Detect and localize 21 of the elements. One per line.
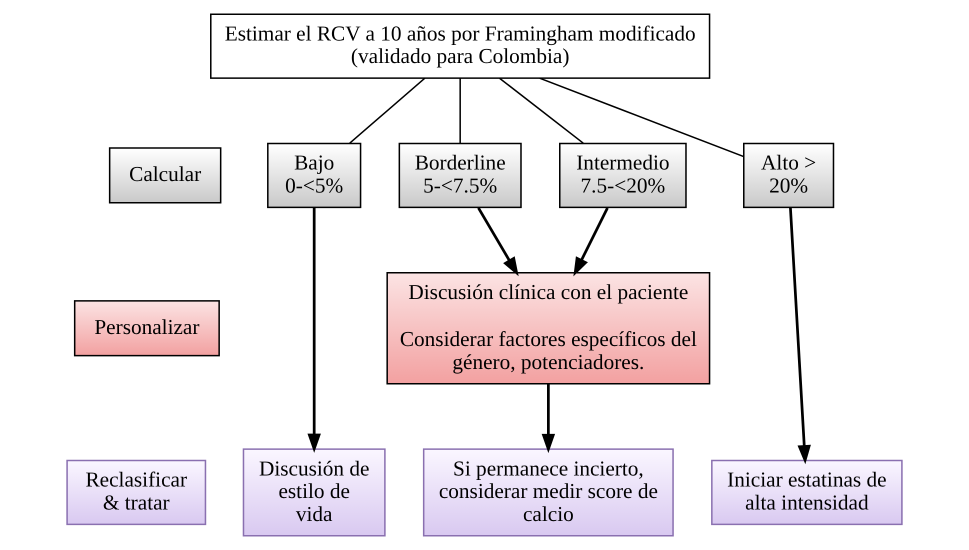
node-box: Si permanece incierto, considerar medir score de calcio: [422, 448, 674, 537]
node-box: Calcular: [108, 147, 222, 204]
node-box: Iniciar estatinas de alta intensidad: [711, 460, 903, 526]
connector: [499, 78, 584, 144]
node-box: Alto > 20%: [743, 142, 834, 208]
connector: [539, 78, 744, 158]
connector: [459, 78, 461, 144]
node-box: Intermedio 7.5-<20%: [559, 142, 687, 208]
connector: [349, 78, 426, 144]
node-box: Borderline 5-<7.5%: [398, 142, 522, 208]
arrow: [307, 208, 321, 453]
arrow: [477, 207, 519, 276]
node-box: Reclasificar & tratar: [66, 460, 206, 526]
node-box: Discusión de estilo de vida: [242, 448, 386, 537]
arrow: [573, 207, 609, 276]
node-box: Personalizar: [74, 300, 220, 356]
arrow: [542, 384, 556, 454]
arrow: [789, 208, 811, 464]
node-box: Discusión clínica con el paciente Considerar factores específicos del género, potenciadores.: [386, 272, 710, 384]
node-box: Bajo 0-<5%: [267, 142, 362, 208]
node-box: Estimar el RCV a 10 años por Framingham modificado (validado para Colombia): [210, 13, 710, 79]
